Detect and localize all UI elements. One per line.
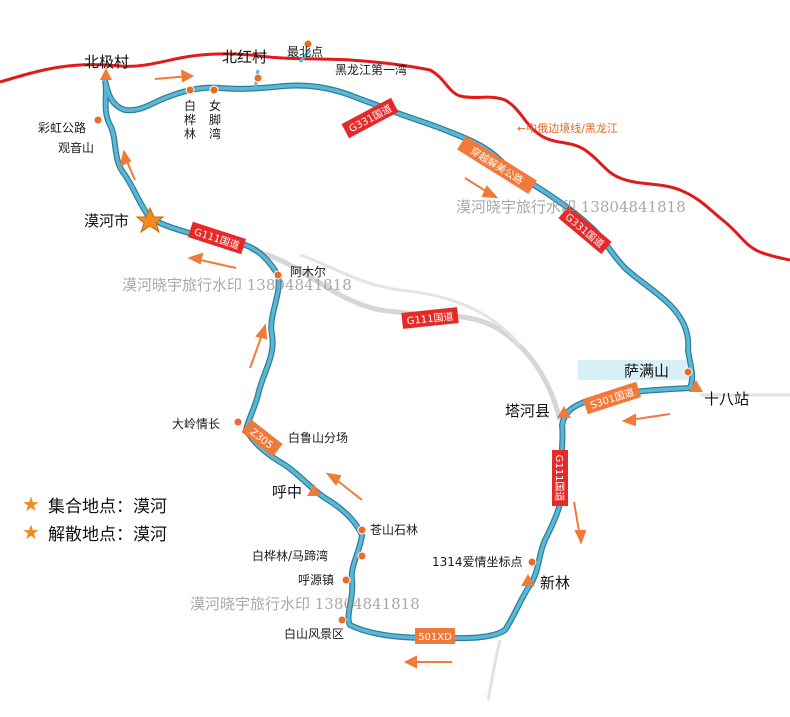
triangle-marker-icon xyxy=(307,484,321,496)
label-baishan: 白山风景区 xyxy=(284,626,344,641)
svg-text:G111国道: G111国道 xyxy=(553,455,566,502)
triangle-marker-icon xyxy=(557,406,571,418)
dot-marker-icon xyxy=(185,85,195,95)
watermark: 漠河晓宇旅行水印 13804841818 xyxy=(122,276,352,294)
watermark: 漠河晓宇旅行水印 13804841818 xyxy=(190,595,420,613)
label-bailu: 白鲁山分场 xyxy=(288,430,348,445)
svg-text:501XD: 501XD xyxy=(418,632,452,643)
label-zuibei: 最北点 xyxy=(287,45,323,59)
road-badge-s301: S301国道 xyxy=(582,381,642,415)
svg-text:女脚湾: 女脚湾 xyxy=(209,98,221,141)
road-badge-g111-b: G111国道 xyxy=(401,307,459,329)
highlight-box xyxy=(578,360,690,380)
watermark: 漠河晓宇旅行水印 13804841818 xyxy=(456,198,686,216)
label-caihong: 彩虹公路 xyxy=(38,120,86,135)
dot-marker-icon xyxy=(683,367,693,377)
star-icon: ★ xyxy=(22,520,40,544)
dot-marker-icon xyxy=(337,615,347,625)
label-beiji: 北极村 xyxy=(84,53,129,71)
svg-text:白桦林: 白桦林 xyxy=(184,98,196,141)
dot-marker-icon xyxy=(357,525,367,535)
legend-disperse-text: 解散地点：漠河 xyxy=(48,524,167,545)
label-baihua: 白桦林 xyxy=(184,98,196,141)
dot-marker-icon xyxy=(93,115,103,125)
svg-text:G111国道: G111国道 xyxy=(193,225,242,252)
label-xinlin: 新林 xyxy=(540,574,570,592)
label-daling: 大岭情长 xyxy=(172,417,220,431)
legend-row-gather: ★ 集合地点：漠河 xyxy=(22,490,167,518)
dot-marker-icon xyxy=(357,551,367,561)
arrow-icon xyxy=(403,655,452,669)
triangle-marker-icon xyxy=(689,380,703,392)
arrow-icon xyxy=(154,69,195,83)
label-beihong: 北红村 xyxy=(222,48,267,66)
dot-marker-icon xyxy=(303,39,313,49)
label-aiqing: 1314爱情坐标点 xyxy=(432,555,523,569)
label-guanyin: 观音山 xyxy=(58,140,94,155)
arrow-icon xyxy=(119,149,136,181)
triangle-marker-icon xyxy=(100,68,112,80)
svg-text:穿越解美公路: 穿越解美公路 xyxy=(468,144,526,187)
grey-road xyxy=(486,639,502,701)
arrow-icon xyxy=(187,252,237,269)
star-icon: ★ xyxy=(22,492,40,516)
star-icon xyxy=(135,206,165,234)
label-huzhong: 呼中 xyxy=(272,483,302,501)
road-badge-g111-a: G111国道 xyxy=(187,221,247,255)
legend-gather-text: 集合地点：漠河 xyxy=(48,496,167,517)
label-mohe: 漠河市 xyxy=(84,212,129,230)
arrow-icon xyxy=(464,177,499,199)
label-shibazhan: 十八站 xyxy=(704,390,749,408)
label-amuer: 阿木尔 xyxy=(290,264,326,279)
dot-marker-icon xyxy=(341,575,351,585)
dot-marker-icon xyxy=(273,270,283,280)
arrow-icon xyxy=(621,413,671,427)
arrow-icon xyxy=(249,323,268,369)
dot-marker-icon xyxy=(209,85,219,95)
svg-text:G331国道: G331国道 xyxy=(563,210,607,250)
road-badge-501xd: 501XD xyxy=(415,628,455,644)
label-huyuan: 呼源镇 xyxy=(298,573,334,587)
label-baihua-mati: 白桦林/马蹄湾 xyxy=(252,548,328,563)
dot-marker-icon xyxy=(253,73,263,83)
triangle-marker-icon xyxy=(521,574,535,586)
label-heilongjiang-wan: 黑龙江第一湾 xyxy=(335,62,407,77)
grey-road xyxy=(299,253,522,346)
svg-text:S301国道: S301国道 xyxy=(589,385,636,411)
label-cangshan: 苍山石林 xyxy=(370,523,418,537)
legend-row-disperse: ★ 解散地点：漠河 xyxy=(22,518,167,546)
legend: ★ 集合地点：漠河 ★ 解散地点：漠河 xyxy=(22,490,167,546)
road-badge-chuanyue: 穿越解美公路 xyxy=(457,135,537,195)
label-tahe: 塔河县 xyxy=(505,402,550,420)
label-saman: 萨满山 xyxy=(624,362,669,380)
road-badge-g111-c: G111国道 xyxy=(552,450,568,506)
border-line xyxy=(0,52,790,262)
dot-marker-icon xyxy=(233,417,243,427)
dot-marker-icon xyxy=(527,557,537,567)
arrow-icon xyxy=(573,501,587,545)
border-label: ←中俄边境线/黑龙江 xyxy=(517,121,618,135)
arrow-icon xyxy=(325,472,363,501)
label-nvjiao: 女脚湾 xyxy=(209,98,221,141)
